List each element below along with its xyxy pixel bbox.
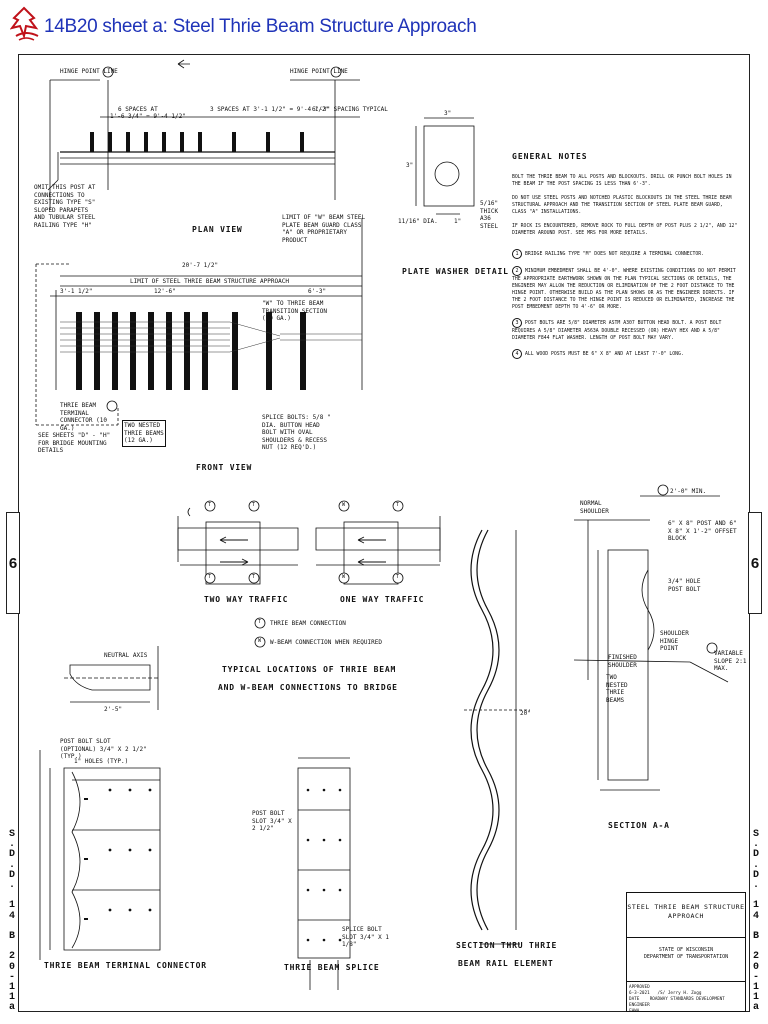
splice-bolts-note: SPLICE BOLTS: 5/8 " DIA. BUTTON HEAD BOL…: [262, 414, 331, 451]
spaces-6-label: 6 SPACES AT: [118, 106, 158, 113]
legend-thrie-connection: THRIE BEAM CONNECTION: [270, 620, 346, 627]
spaces-3-label: 3 SPACES AT 3'-1 1/2" = 9'-4 1/2": [210, 106, 330, 113]
two-way-traffic-label: TWO WAY TRAFFIC: [204, 595, 289, 604]
spacing-typical-label: 6'-3" SPACING TYPICAL: [312, 106, 388, 113]
post-offset-block-label: 6" X 8" POST AND 6" X 8" X 1'-2" OFFSET …: [668, 520, 737, 542]
omit-post-note: OMIT THIS POST AT CONNECTIONS TO EXISTIN…: [34, 184, 96, 229]
dim-mid: 12'-6": [154, 288, 176, 295]
marker-t-5: T: [396, 502, 400, 508]
one-way-traffic-label: ONE WAY TRAFFIC: [340, 595, 425, 604]
limit-thrie-label: LIMIT OF STEEL THRIE BEAM STRUCTURE APPR…: [130, 278, 289, 285]
section-element-title-2: BEAM RAIL ELEMENT: [458, 959, 554, 968]
finished-shoulder-label: FINISHED SHOULDER: [608, 654, 637, 669]
general-notes: GENERAL NOTES BOLT THE THRIE BEAM TO ALL…: [512, 153, 740, 366]
marker-w-1: W: [342, 502, 346, 508]
terminal-connector-title: THRIE BEAM TERMINAL CONNECTOR: [44, 961, 207, 970]
general-note-2: DO NOT USE STEEL POSTS AND NOTCHED PLAST…: [512, 196, 732, 215]
legend-w-connection: W-BEAM CONNECTION WHEN REQUIRED: [270, 639, 382, 646]
terminal-dim: 2'-5": [104, 706, 123, 713]
hinge-point-line-right: HINGE POINT LINE: [290, 68, 348, 75]
see-sheets-note: SEE SHEETS "D" - "H" FOR BRIDGE MOUNTING…: [38, 432, 111, 454]
overall-length-dim: 20'-7 1/2": [182, 262, 219, 269]
wisdot-logo-icon: [10, 6, 39, 41]
terminal-connector-label: THRIE BEAM TERMINAL CONNECTOR (10 GA.): [60, 402, 107, 432]
shoulder-hinge-label: SHOULDER HINGE POINT: [660, 630, 689, 652]
section-element-dim: 20": [520, 710, 531, 717]
right-sheet-tab: 6: [748, 512, 762, 614]
washer-edge-dim: 1": [454, 218, 462, 225]
general-note-1: BOLT THE THRIE BEAM TO ALL POSTS AND BLO…: [512, 175, 732, 187]
spaces-6-dim: 1'-6 3/4" = 9'-4 1/2": [110, 113, 186, 120]
marker-t-4: T: [252, 574, 256, 580]
terminal-slot-note: POST BOLT SLOT (OPTIONAL) 3/4" X 2 1/2" …: [60, 738, 147, 760]
general-notes-heading: GENERAL NOTES: [512, 152, 588, 161]
document-title: 14B20 sheet a: Steel Thrie Beam Structur…: [44, 16, 477, 37]
washer-hole-dim: 11/16" DIA.: [398, 218, 438, 225]
left-sheet-tab: 6: [6, 512, 20, 614]
legend-w-marker: W: [258, 638, 262, 644]
variable-slope-label: VARIABLE SLOPE 2:1 MAX.: [714, 650, 747, 672]
title-block: STEEL THRIE BEAM STRUCTURE APPROACH STAT…: [626, 892, 746, 1014]
legend-t-marker: T: [258, 619, 262, 625]
marker-t-1: T: [208, 502, 212, 508]
title-block-title: STEEL THRIE BEAM STRUCTURE APPROACH: [627, 903, 745, 920]
section-aa-width: 2'-0" MIN.: [670, 488, 707, 495]
section-aa-title: SECTION A-A: [608, 821, 670, 830]
typical-locations-title-2: AND W-BEAM CONNECTIONS TO BRIDGE: [218, 683, 398, 692]
nested-beams-label: TWO NESTED THRIE BEAMS (12 GA.): [122, 420, 166, 447]
marker-t-3: T: [208, 574, 212, 580]
plan-view-title: PLAN VIEW: [192, 225, 243, 234]
post-bolt-hole-label: 3/4" HOLE POST BOLT: [668, 578, 701, 593]
general-note-3: IF ROCK IS ENCOUNTERED, REMOVE ROCK TO F…: [512, 224, 738, 236]
splice-title: THRIE BEAM SPLICE: [284, 963, 380, 972]
neutral-axis-label: NEUTRAL AXIS: [104, 652, 148, 659]
title-block-approval: APPROVED 6-3-2021 /S/ Jerry H. Zogg DATE…: [629, 985, 725, 1014]
hinge-point-line-left: HINGE POINT LINE: [60, 68, 118, 75]
normal-shoulder-label: NORMAL SHOULDER: [580, 500, 609, 515]
washer-thickness-note: 5/16" THICK A36 STEEL: [480, 200, 499, 230]
marker-t-2: T: [252, 502, 256, 508]
two-nested-label: TWO NESTED THRIE BEAMS: [606, 674, 628, 704]
marker-t-6: T: [396, 574, 400, 580]
front-view-title: FRONT VIEW: [196, 463, 253, 472]
section-element-title-1: SECTION THRU THRIE: [456, 941, 558, 950]
marker-w-2: W: [342, 574, 346, 580]
terminal-holes-note: 1" HOLES (TYP.): [74, 758, 129, 765]
dim-left: 3'-1 1/2": [60, 288, 93, 295]
transition-label: "W" TO THRIE BEAM TRANSITION SECTION (10…: [262, 300, 328, 322]
washer-width-dim: 3": [444, 110, 452, 117]
typical-locations-title-1: TYPICAL LOCATIONS OF THRIE BEAM: [222, 665, 397, 674]
limit-w-beam-note: LIMIT OF "W" BEAM STEEL PLATE BEAM GUARD…: [282, 214, 366, 244]
plate-washer-title: PLATE WASHER DETAIL: [402, 267, 509, 276]
document-header: 14B20 sheet a: Steel Thrie Beam Structur…: [0, 0, 768, 50]
splice-bolt-slot: SPLICE BOLT SLOT 3/4" X 1 1/8": [342, 926, 389, 948]
drawing-linework: [35, 59, 729, 990]
splice-post-bolt-slot: POST BOLT SLOT 3/4" X 2 1/2": [252, 810, 292, 832]
washer-height-dim: 3": [406, 162, 414, 169]
dim-right: 6'-3": [308, 288, 327, 295]
